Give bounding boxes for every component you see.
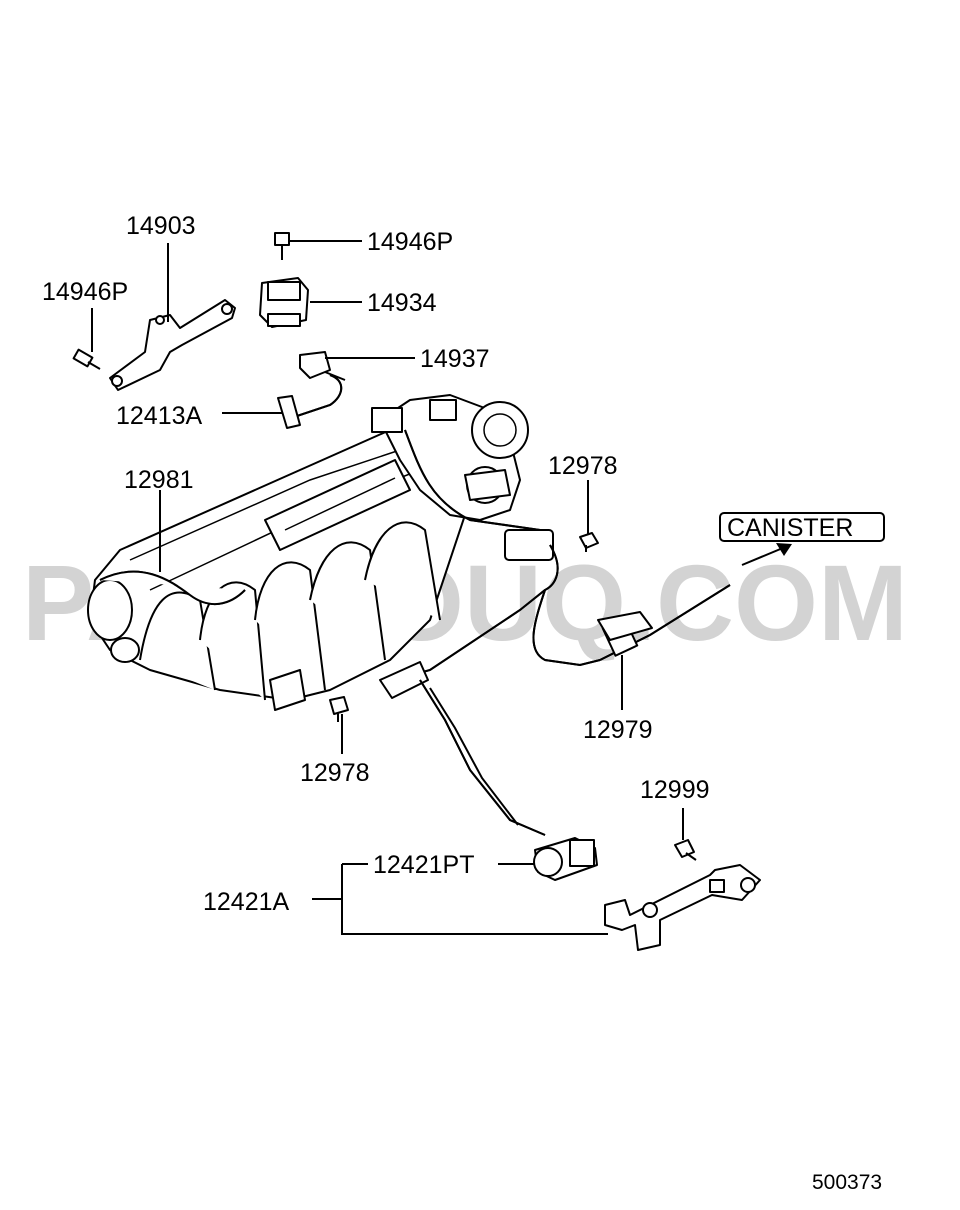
callout-14934: 14934	[367, 289, 437, 317]
callout-12999: 12999	[640, 776, 710, 804]
bolt-drawing-group	[72, 232, 697, 861]
callout-12978-upper: 12978	[548, 452, 618, 480]
vacuum-pipe-drawing	[284, 374, 731, 836]
callout-12981: 12981	[124, 466, 194, 494]
leader-lines	[91, 240, 684, 935]
bolt-14946p-left	[72, 348, 101, 370]
callout-labels: 14903 14946P 14946P 14934 14937 12413A 1…	[42, 212, 710, 916]
intake-manifold-drawing	[87, 429, 471, 711]
callout-12421pt: 12421PT	[373, 851, 474, 879]
canister-label: CANISTER	[727, 514, 853, 542]
throttle-body-drawing	[371, 394, 529, 521]
pipe-12413a-drawing	[277, 395, 301, 429]
callout-14946p-top: 14946P	[367, 228, 453, 256]
solenoid-valve-drawing	[533, 837, 598, 881]
document-number: 500373	[812, 1171, 882, 1194]
callout-12978-lower: 12978	[300, 759, 370, 787]
canister-direction-marker: CANISTER	[719, 512, 885, 566]
bracket-14903-drawing	[109, 299, 236, 391]
callout-12413a: 12413A	[116, 402, 203, 430]
bolt-12978-lower	[329, 696, 349, 722]
callout-12421a: 12421A	[203, 888, 290, 916]
bolt-12999	[674, 839, 697, 861]
map-sensor-14934-drawing	[259, 277, 309, 328]
bolt-12978-upper	[579, 532, 599, 552]
callout-12979: 12979	[583, 716, 653, 744]
canister-arrow-icon	[776, 543, 792, 556]
callout-14946p-left: 14946P	[42, 278, 128, 306]
bolt-14946p-top	[274, 232, 290, 260]
solenoid-bracket-drawing	[604, 864, 761, 951]
callout-14903: 14903	[126, 212, 196, 240]
callout-14937: 14937	[420, 345, 490, 373]
sensor-14937-drawing	[299, 351, 346, 381]
